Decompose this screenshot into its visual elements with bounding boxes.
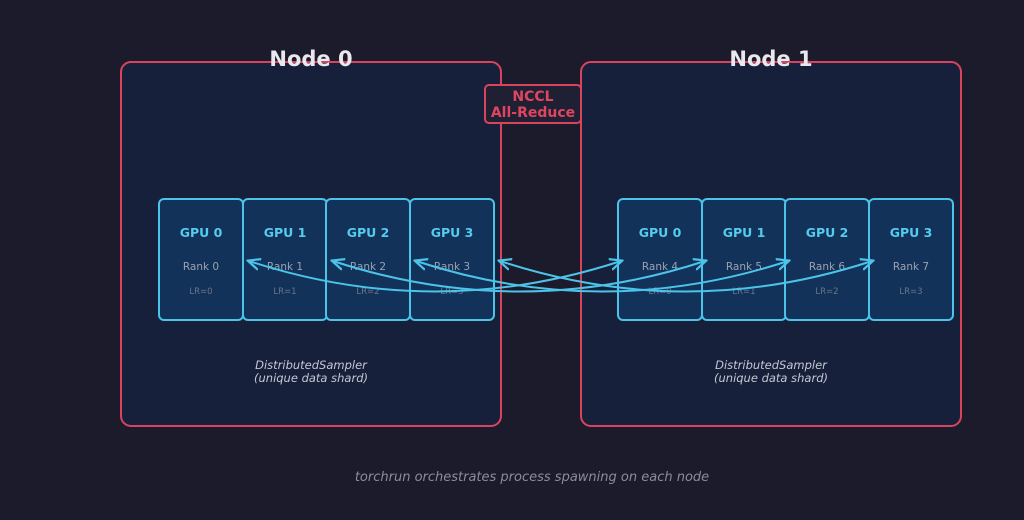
nccl-label: NCCL [512, 89, 554, 105]
all-reduce-label: All-Reduce [490, 105, 576, 121]
arrow-rank0-rank4 [249, 261, 621, 293]
node-0-sampler-label: DistributedSampler (unique data shard) [120, 359, 502, 385]
node-1-sampler-label: DistributedSampler (unique data shard) [580, 359, 962, 385]
gpu-name: GPU 0 [179, 225, 223, 240]
node-0-title: Node 0 [269, 47, 353, 71]
gpu-rank: Rank 0 [182, 261, 220, 273]
sampler-note: (unique data shard) [254, 371, 368, 385]
gpu-local-rank: LR=1 [732, 287, 756, 297]
node-1-gpu-3: GPU 3 Rank 7 LR=3 [868, 198, 954, 321]
arrow-rank1-rank5 [333, 261, 705, 293]
gpu-name: GPU 3 [430, 225, 474, 240]
gpu-name: GPU 2 [346, 225, 390, 240]
sampler-name: DistributedSampler [715, 358, 827, 372]
arrow-rank3-rank7 [500, 261, 872, 293]
gpu-local-rank: LR=3 [899, 287, 923, 297]
gpu-local-rank: LR=0 [648, 287, 672, 297]
gpu-local-rank: LR=1 [273, 287, 297, 297]
diagram-caption: torchrun orchestrates process spawning o… [354, 470, 710, 485]
sampler-name: DistributedSampler [255, 358, 367, 372]
sampler-note: (unique data shard) [714, 371, 828, 385]
gpu-name: GPU 2 [805, 225, 849, 240]
nccl-all-reduce-badge: NCCL All-Reduce [484, 84, 582, 124]
node-1-title: Node 1 [729, 47, 813, 71]
gpu-name: GPU 1 [722, 225, 766, 240]
gpu-local-rank: LR=2 [356, 287, 380, 297]
gpu-name: GPU 1 [263, 225, 307, 240]
gpu-local-rank: LR=2 [815, 287, 839, 297]
gpu-name: GPU 3 [889, 225, 933, 240]
gpu-rank: Rank 7 [892, 261, 930, 273]
gpu-name: GPU 0 [638, 225, 682, 240]
gpu-local-rank: LR=0 [189, 287, 213, 297]
arrow-rank2-rank6 [416, 261, 788, 293]
